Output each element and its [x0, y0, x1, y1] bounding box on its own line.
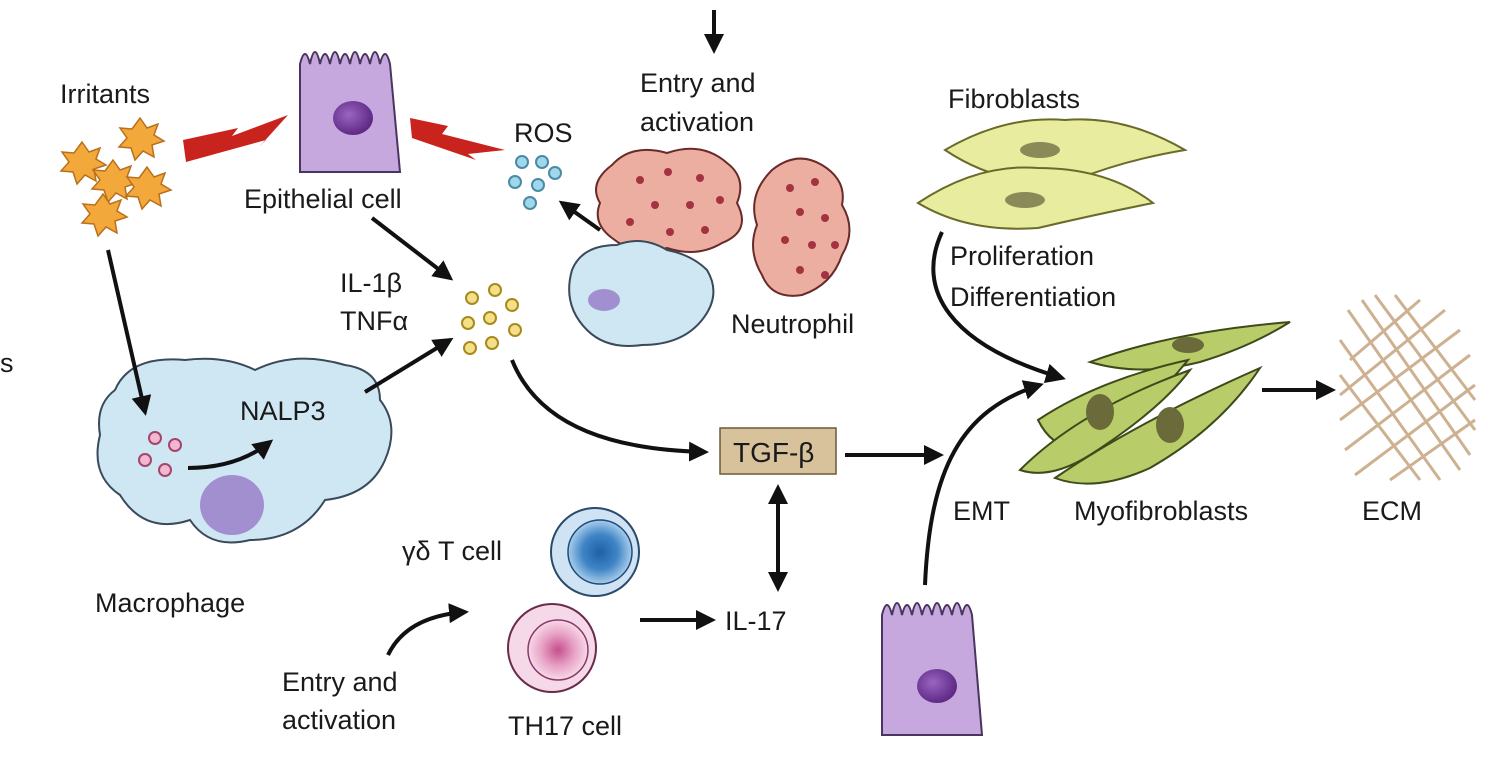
arrow-irritants-to-macrophage: [106, 249, 152, 416]
fibroblast-cells: [916, 118, 1188, 230]
arrow-emt: [923, 380, 1044, 586]
myofibroblast-cells: [1018, 321, 1291, 485]
arrow-epithelial-to-cytokines: [370, 216, 454, 281]
epithelial-cell-bottom: [881, 602, 984, 736]
arrow-fibroblast-to-myofibroblast: [931, 231, 1066, 384]
il17-label: IL-17: [725, 606, 787, 636]
left-edge-fragment: s: [0, 348, 14, 378]
entry-bottom-line1: Entry and: [282, 667, 398, 697]
irritants-label: Irritants: [60, 79, 150, 109]
myofibroblasts-label: Myofibroblasts: [1074, 496, 1248, 526]
nalp3-label: NALP3: [240, 396, 326, 426]
ecm-fibers: [1338, 294, 1477, 482]
epithelial-cell-top: [299, 51, 402, 173]
proliferation-label: Proliferation: [950, 241, 1094, 271]
tnfa-label: TNFα: [340, 306, 408, 336]
gd-t-cell: [550, 507, 640, 597]
lightning-left: [183, 115, 288, 162]
tgf-beta-label: TGF-β: [733, 437, 814, 468]
fibroblasts-label: Fibroblasts: [948, 84, 1080, 114]
il1b-label: IL-1β: [340, 268, 402, 298]
neutrophil-cell-1: [595, 147, 743, 253]
cytokine-dots: [461, 283, 522, 355]
arrow-entry-bottom: [386, 603, 469, 656]
emt-label: EMT: [953, 496, 1010, 526]
epithelial-cell-label: Epithelial cell: [244, 184, 402, 214]
neutrophil-label: Neutrophil: [731, 309, 854, 339]
irritant-particles: [59, 116, 173, 238]
macrophage-cell: [96, 357, 393, 544]
ros-dots: [508, 155, 562, 210]
neutrophil-cell-2: [752, 157, 851, 297]
th17-cell-label: TH17 cell: [508, 711, 622, 741]
entry-top-line1: Entry and: [640, 68, 756, 98]
arrow-to-nalp3: [187, 439, 274, 470]
lightning-right: [410, 118, 505, 160]
arrow-cytokines-to-tgf: [510, 359, 709, 462]
macrophage-label: Macrophage: [95, 588, 245, 618]
ecm-label: ECM: [1362, 496, 1422, 526]
arrow-to-ros: [558, 200, 602, 232]
arrow-macrophage-to-cytokines: [363, 337, 454, 394]
entry-bottom-line2: activation: [282, 705, 396, 735]
gd-t-cell-label: γδ T cell: [402, 536, 502, 566]
differentiation-label: Differentiation: [950, 282, 1116, 312]
entry-top-line2: activation: [640, 107, 754, 137]
tgf-beta-box: [719, 427, 837, 475]
ros-label: ROS: [514, 118, 573, 148]
monocyte-cell: [568, 240, 715, 347]
th17-cell: [507, 603, 597, 693]
